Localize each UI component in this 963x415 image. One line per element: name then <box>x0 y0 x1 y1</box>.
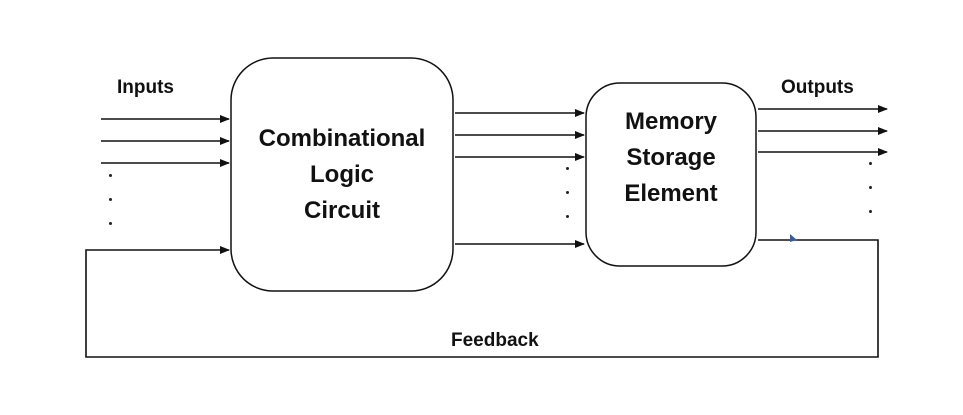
state-ellipsis-dot <box>566 191 569 194</box>
feedback-loop-line <box>85 239 879 358</box>
input-ellipsis-dot <box>109 174 112 177</box>
memory-line-2: Storage <box>626 144 716 171</box>
memory-storage-label: Memory Storage Element <box>586 104 756 212</box>
state-ellipsis-dot <box>566 215 569 218</box>
memory-line-3: Element <box>624 180 718 207</box>
output-ellipsis-dot <box>869 186 872 189</box>
combinational-logic-label: Combinational Logic Circuit <box>231 121 453 229</box>
output-ellipsis-dot <box>869 162 872 165</box>
input-ellipsis-dot <box>109 222 112 225</box>
input-ellipsis-dot <box>109 198 112 201</box>
memory-storage-block <box>585 82 757 267</box>
feedback-marker-icon <box>790 234 797 242</box>
combinational-line-2: Logic <box>310 161 374 188</box>
combinational-line-3: Circuit <box>303 197 380 224</box>
outputs-label: Outputs <box>781 77 854 98</box>
combinational-logic-block <box>230 57 454 292</box>
feedback-label: Feedback <box>451 330 539 351</box>
memory-line-1: Memory <box>624 108 718 135</box>
state-ellipsis-dot <box>566 167 569 170</box>
combinational-line-1: Combinational <box>258 125 426 152</box>
output-ellipsis-dot <box>869 210 872 213</box>
inputs-label: Inputs <box>117 77 174 98</box>
